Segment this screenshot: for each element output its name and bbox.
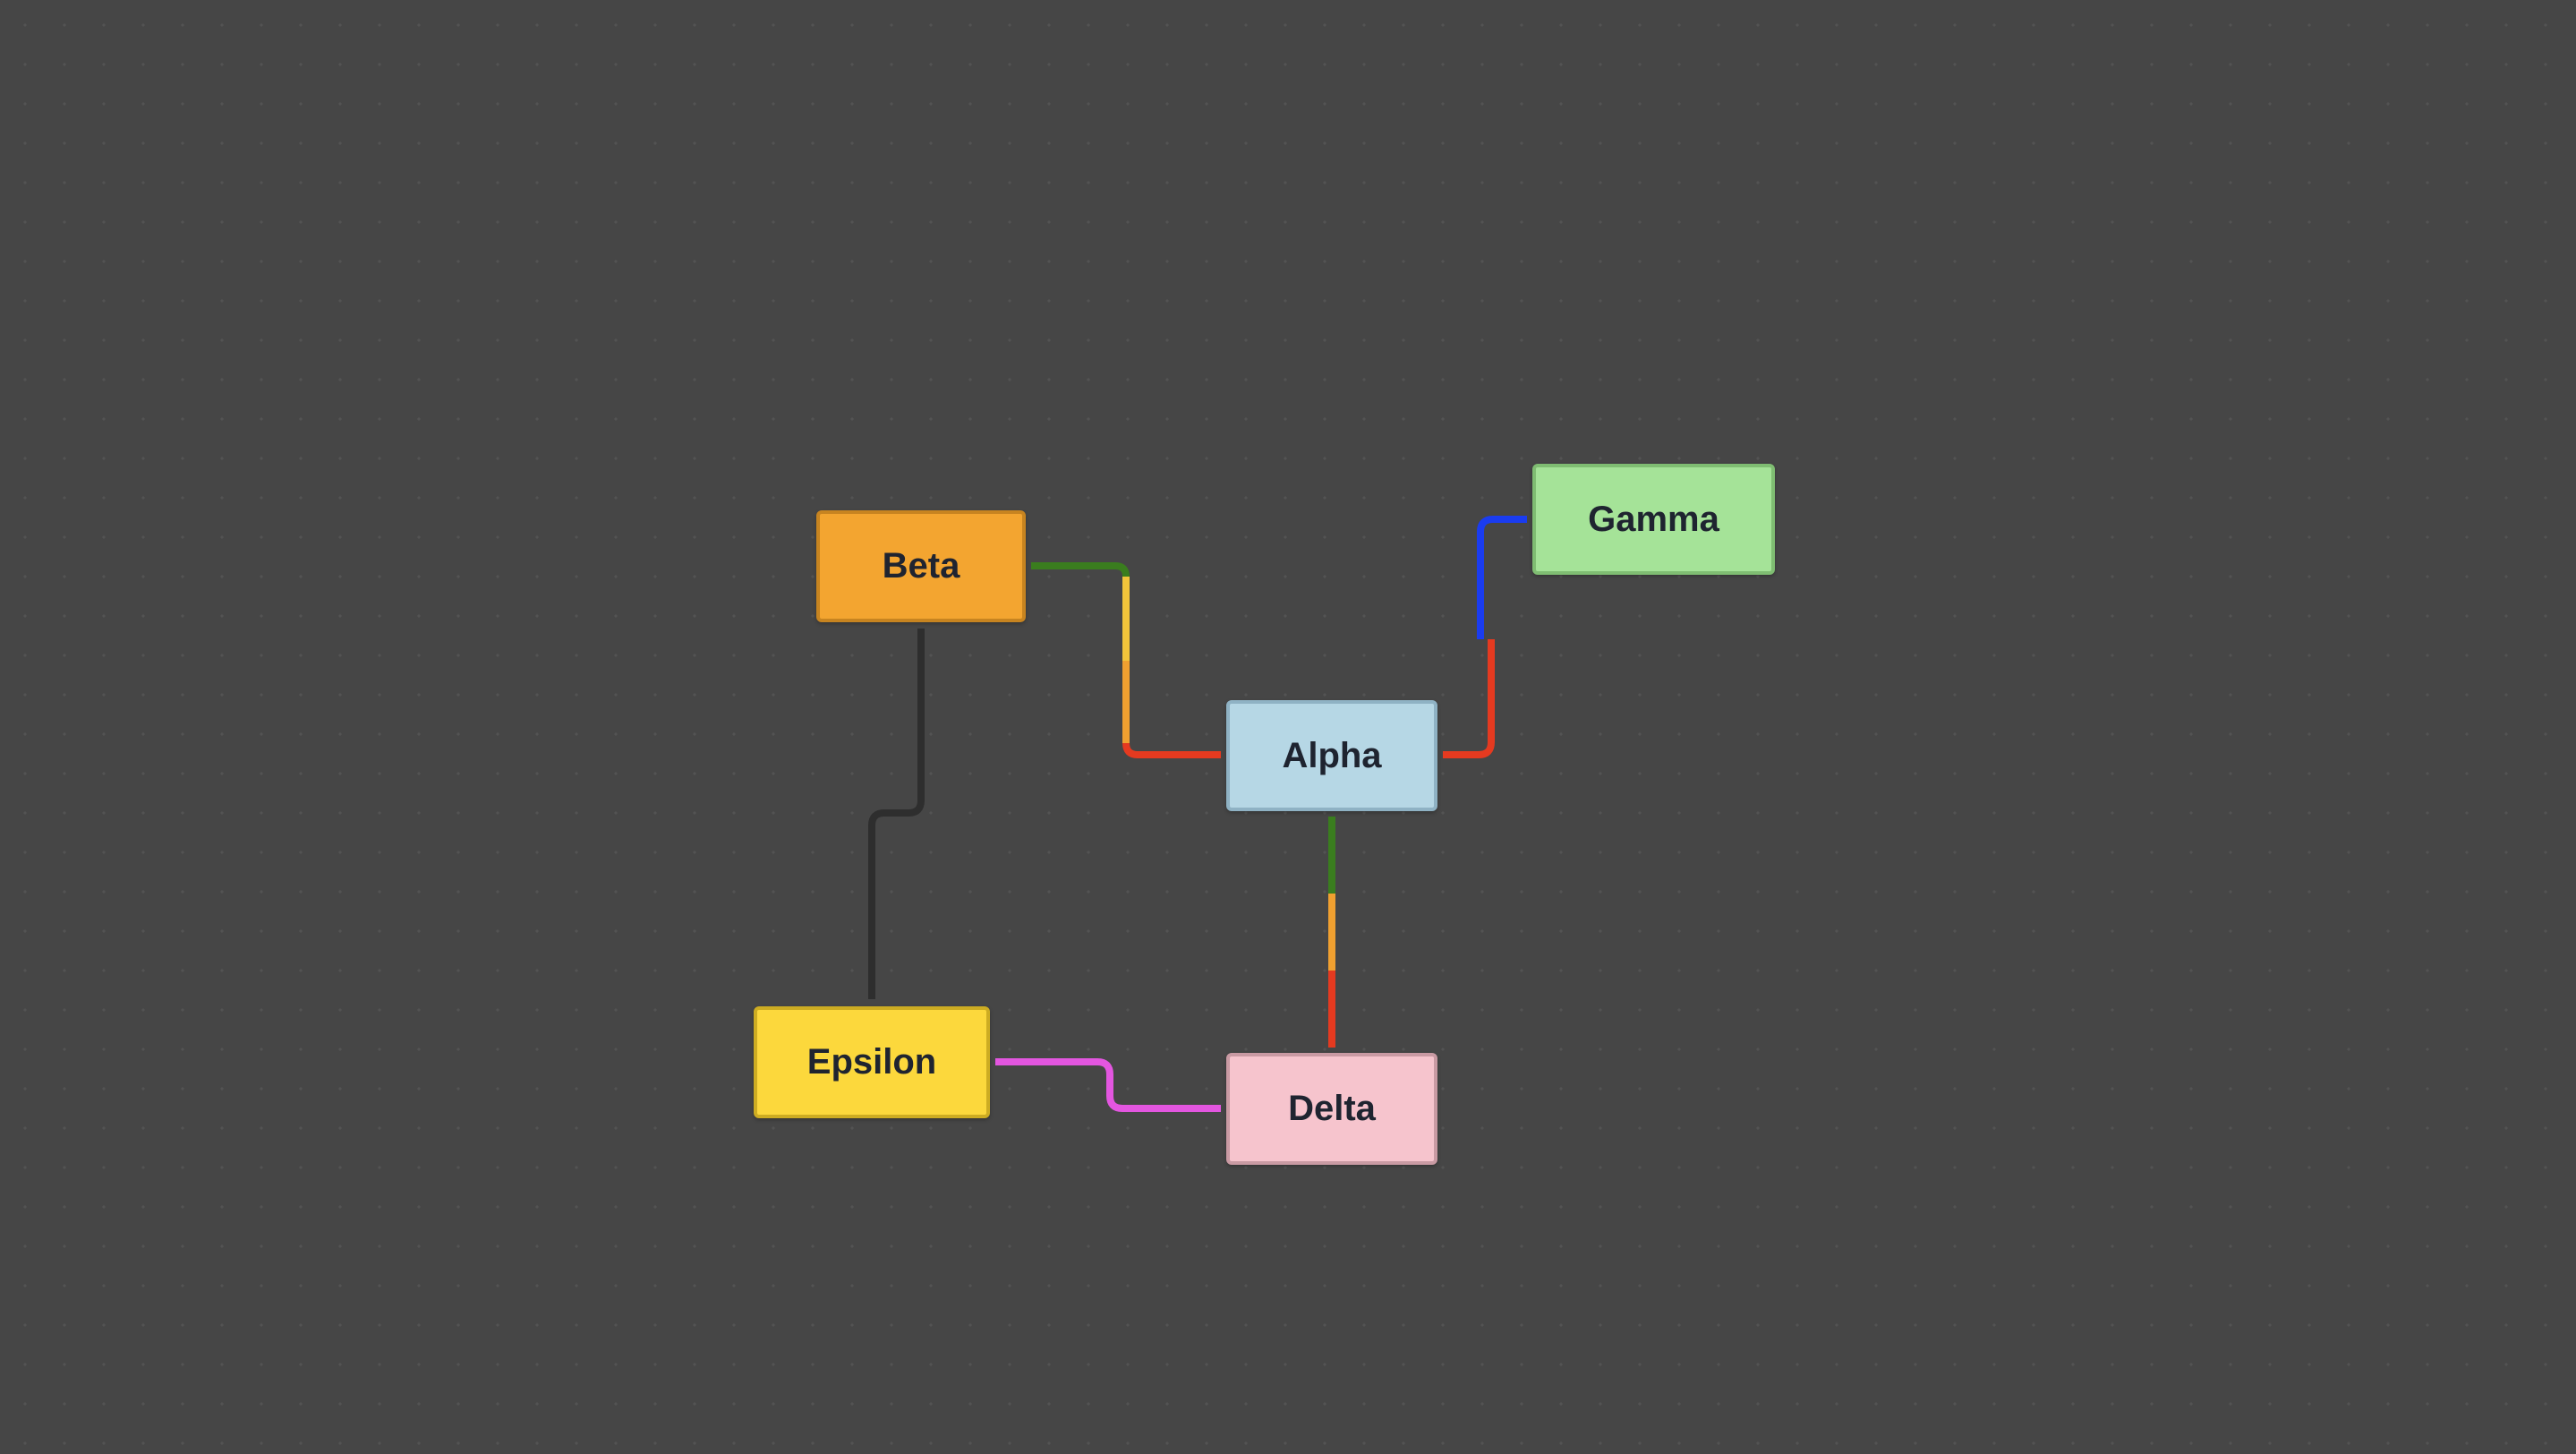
edge-segment bbox=[1122, 742, 1221, 758]
edge-segment bbox=[1443, 639, 1495, 758]
node-epsilon[interactable]: Epsilon bbox=[754, 1006, 990, 1118]
node-delta[interactable]: Delta bbox=[1226, 1053, 1437, 1165]
edge-segment bbox=[868, 629, 925, 999]
edge-beta-epsilon[interactable] bbox=[868, 629, 925, 999]
edge-alpha-gamma[interactable] bbox=[1443, 516, 1527, 758]
node-beta[interactable]: Beta bbox=[816, 510, 1026, 622]
node-alpha[interactable]: Alpha bbox=[1226, 700, 1437, 811]
edge-segment bbox=[1031, 562, 1130, 577]
edge-segment bbox=[1477, 516, 1527, 639]
edge-beta-alpha[interactable] bbox=[1031, 562, 1221, 758]
node-gamma[interactable]: Gamma bbox=[1532, 464, 1775, 575]
edge-segment bbox=[995, 1058, 1221, 1112]
edge-epsilon-delta[interactable] bbox=[995, 1058, 1221, 1112]
